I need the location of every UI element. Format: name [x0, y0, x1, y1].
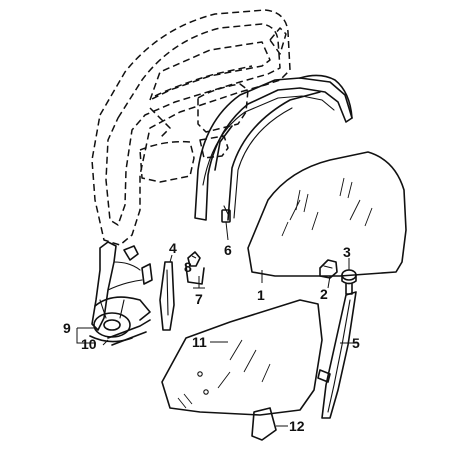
regulator-cable	[107, 319, 151, 346]
guide-bracket	[185, 251, 205, 285]
callout-7: 7	[195, 291, 203, 307]
weatherstrip-clip	[251, 407, 277, 441]
callout-labels: 1 2 3 4 5 6 7 8 9 10 11 12	[63, 240, 360, 434]
door-glass	[247, 151, 407, 277]
door-shell	[91, 9, 291, 246]
callout-9: 9	[63, 320, 71, 336]
callout-1: 1	[257, 287, 265, 303]
window-regulator	[89, 241, 153, 343]
callout-10: 10	[81, 336, 97, 352]
rear-guide-channel	[317, 291, 357, 419]
callout-2: 2	[320, 286, 328, 302]
front-guide-channel	[159, 261, 175, 331]
glass-channel-strip	[227, 91, 321, 221]
callout-12: 12	[289, 418, 305, 434]
lower-quarter-glass	[161, 299, 323, 416]
leader-lines	[76, 221, 358, 427]
callout-3: 3	[343, 244, 351, 260]
callout-4: 4	[169, 240, 177, 256]
callout-8: 8	[184, 259, 192, 275]
callout-6: 6	[224, 242, 232, 258]
glass-stopper	[319, 259, 338, 279]
glass-run-channel	[194, 74, 353, 221]
callout-5: 5	[352, 335, 360, 351]
callout-11: 11	[192, 334, 207, 350]
